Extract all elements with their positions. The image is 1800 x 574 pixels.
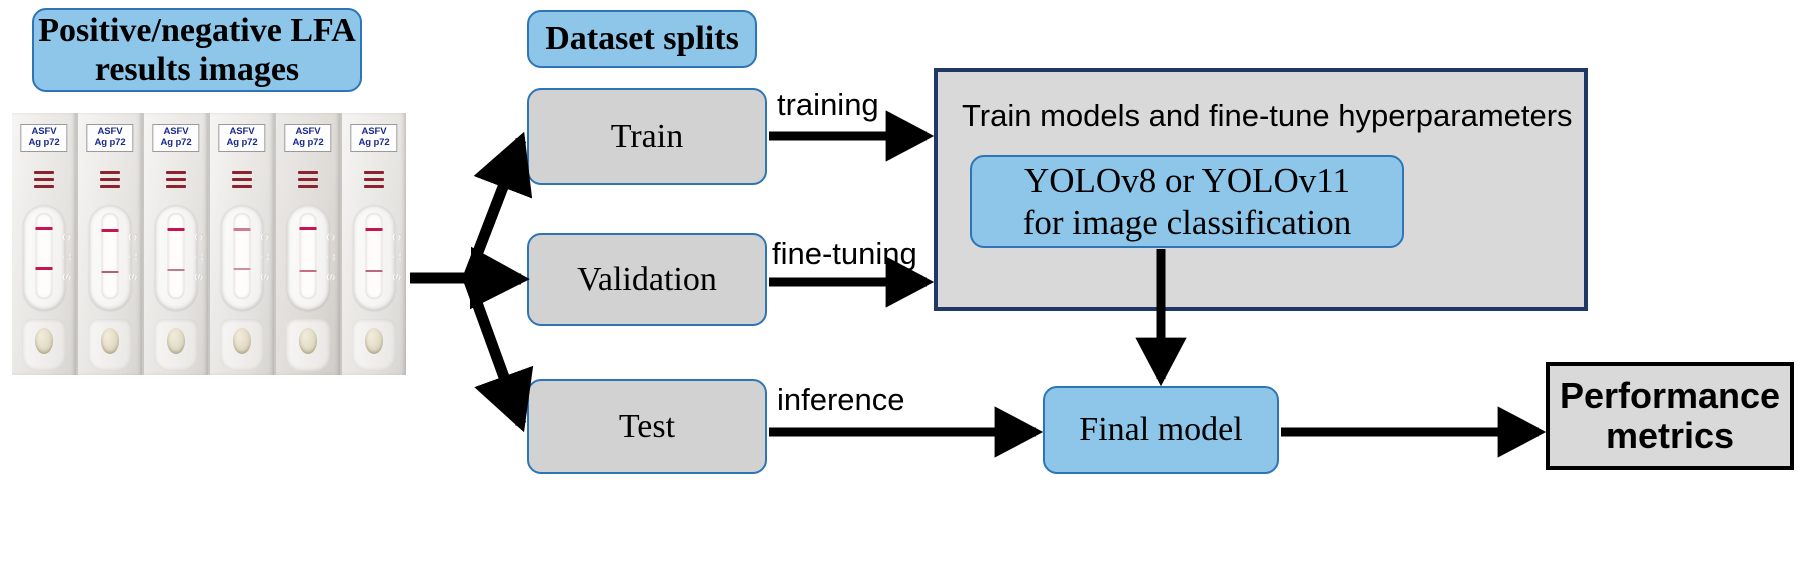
strip-result-window <box>287 205 329 310</box>
test-line <box>299 270 317 272</box>
strip-result-window <box>23 205 65 310</box>
performance-metrics-box: Performance metrics <box>1546 362 1794 470</box>
split-box-validation[interactable]: Validation <box>527 233 767 326</box>
model-box-yolo[interactable]: YOLOv8 or YOLOv11 for image classificati… <box>970 155 1404 248</box>
control-line <box>365 228 383 231</box>
control-line <box>299 227 317 230</box>
final-model-box[interactable]: Final model <box>1043 386 1279 474</box>
strip-barcode-icon <box>364 171 384 192</box>
arrow-source-to-validation <box>467 246 530 310</box>
split-box-train[interactable]: Train <box>527 88 767 185</box>
sample-well <box>101 328 119 354</box>
arrow-source-to-test <box>462 276 534 433</box>
strip-emboss: C T S <box>193 233 205 286</box>
strip-membrane <box>233 213 251 299</box>
control-line <box>167 228 185 231</box>
strip-barcode-icon <box>100 171 120 192</box>
strip-emboss: C T S <box>259 233 271 286</box>
sample-well <box>167 328 185 354</box>
sample-well <box>299 328 317 354</box>
strip-emboss: C T S <box>325 233 337 286</box>
test-line <box>167 269 185 271</box>
source-title-line2: results images <box>94 51 300 88</box>
strip-barcode-icon <box>34 171 54 192</box>
strip-barcode-icon <box>298 171 318 192</box>
source-title-line1: Positive/negative LFA <box>38 11 356 49</box>
test-line <box>35 267 53 270</box>
sample-well <box>365 328 383 354</box>
test-line <box>101 271 119 273</box>
strip-membrane <box>365 213 383 299</box>
training-panel-title: Train models and fine-tune hyperparamete… <box>962 98 1573 133</box>
strip-membrane <box>101 213 119 299</box>
strip-emboss: C T S <box>61 233 73 286</box>
arrow-source-to-train <box>410 131 533 284</box>
strip-result-window <box>353 205 395 310</box>
strip-membrane <box>299 213 317 299</box>
strip-result-window <box>89 205 131 310</box>
strip-barcode-icon <box>232 171 252 192</box>
sample-well <box>35 328 53 354</box>
split-box-test[interactable]: Test <box>527 379 767 474</box>
performance-line2: metrics <box>1605 415 1735 456</box>
model-box-line2: for image classification <box>1022 202 1352 242</box>
control-line <box>233 228 251 231</box>
performance-line1: Performance <box>1559 374 1781 416</box>
edge-label-inference: inference <box>777 382 905 417</box>
strip-emboss: C T S <box>127 233 139 286</box>
test-line <box>365 270 383 272</box>
test-line <box>233 268 251 270</box>
edge-label-training: training <box>777 87 879 122</box>
sample-well <box>233 328 251 354</box>
model-box-line1: YOLOv8 or YOLOv11 <box>1024 160 1350 200</box>
strip-membrane <box>35 213 53 299</box>
strip-membrane <box>167 213 185 299</box>
strip-barcode-icon <box>166 171 186 192</box>
strip-result-window <box>221 205 263 310</box>
source-title-box: Positive/negative LFA results images <box>32 8 362 92</box>
control-line <box>101 229 119 232</box>
edge-label-fine-tuning: fine-tuning <box>772 236 917 271</box>
strip-result-window <box>155 205 197 310</box>
control-line <box>35 227 53 230</box>
strip-emboss: C T S <box>391 233 403 286</box>
dataset-splits-header: Dataset splits <box>527 10 757 68</box>
